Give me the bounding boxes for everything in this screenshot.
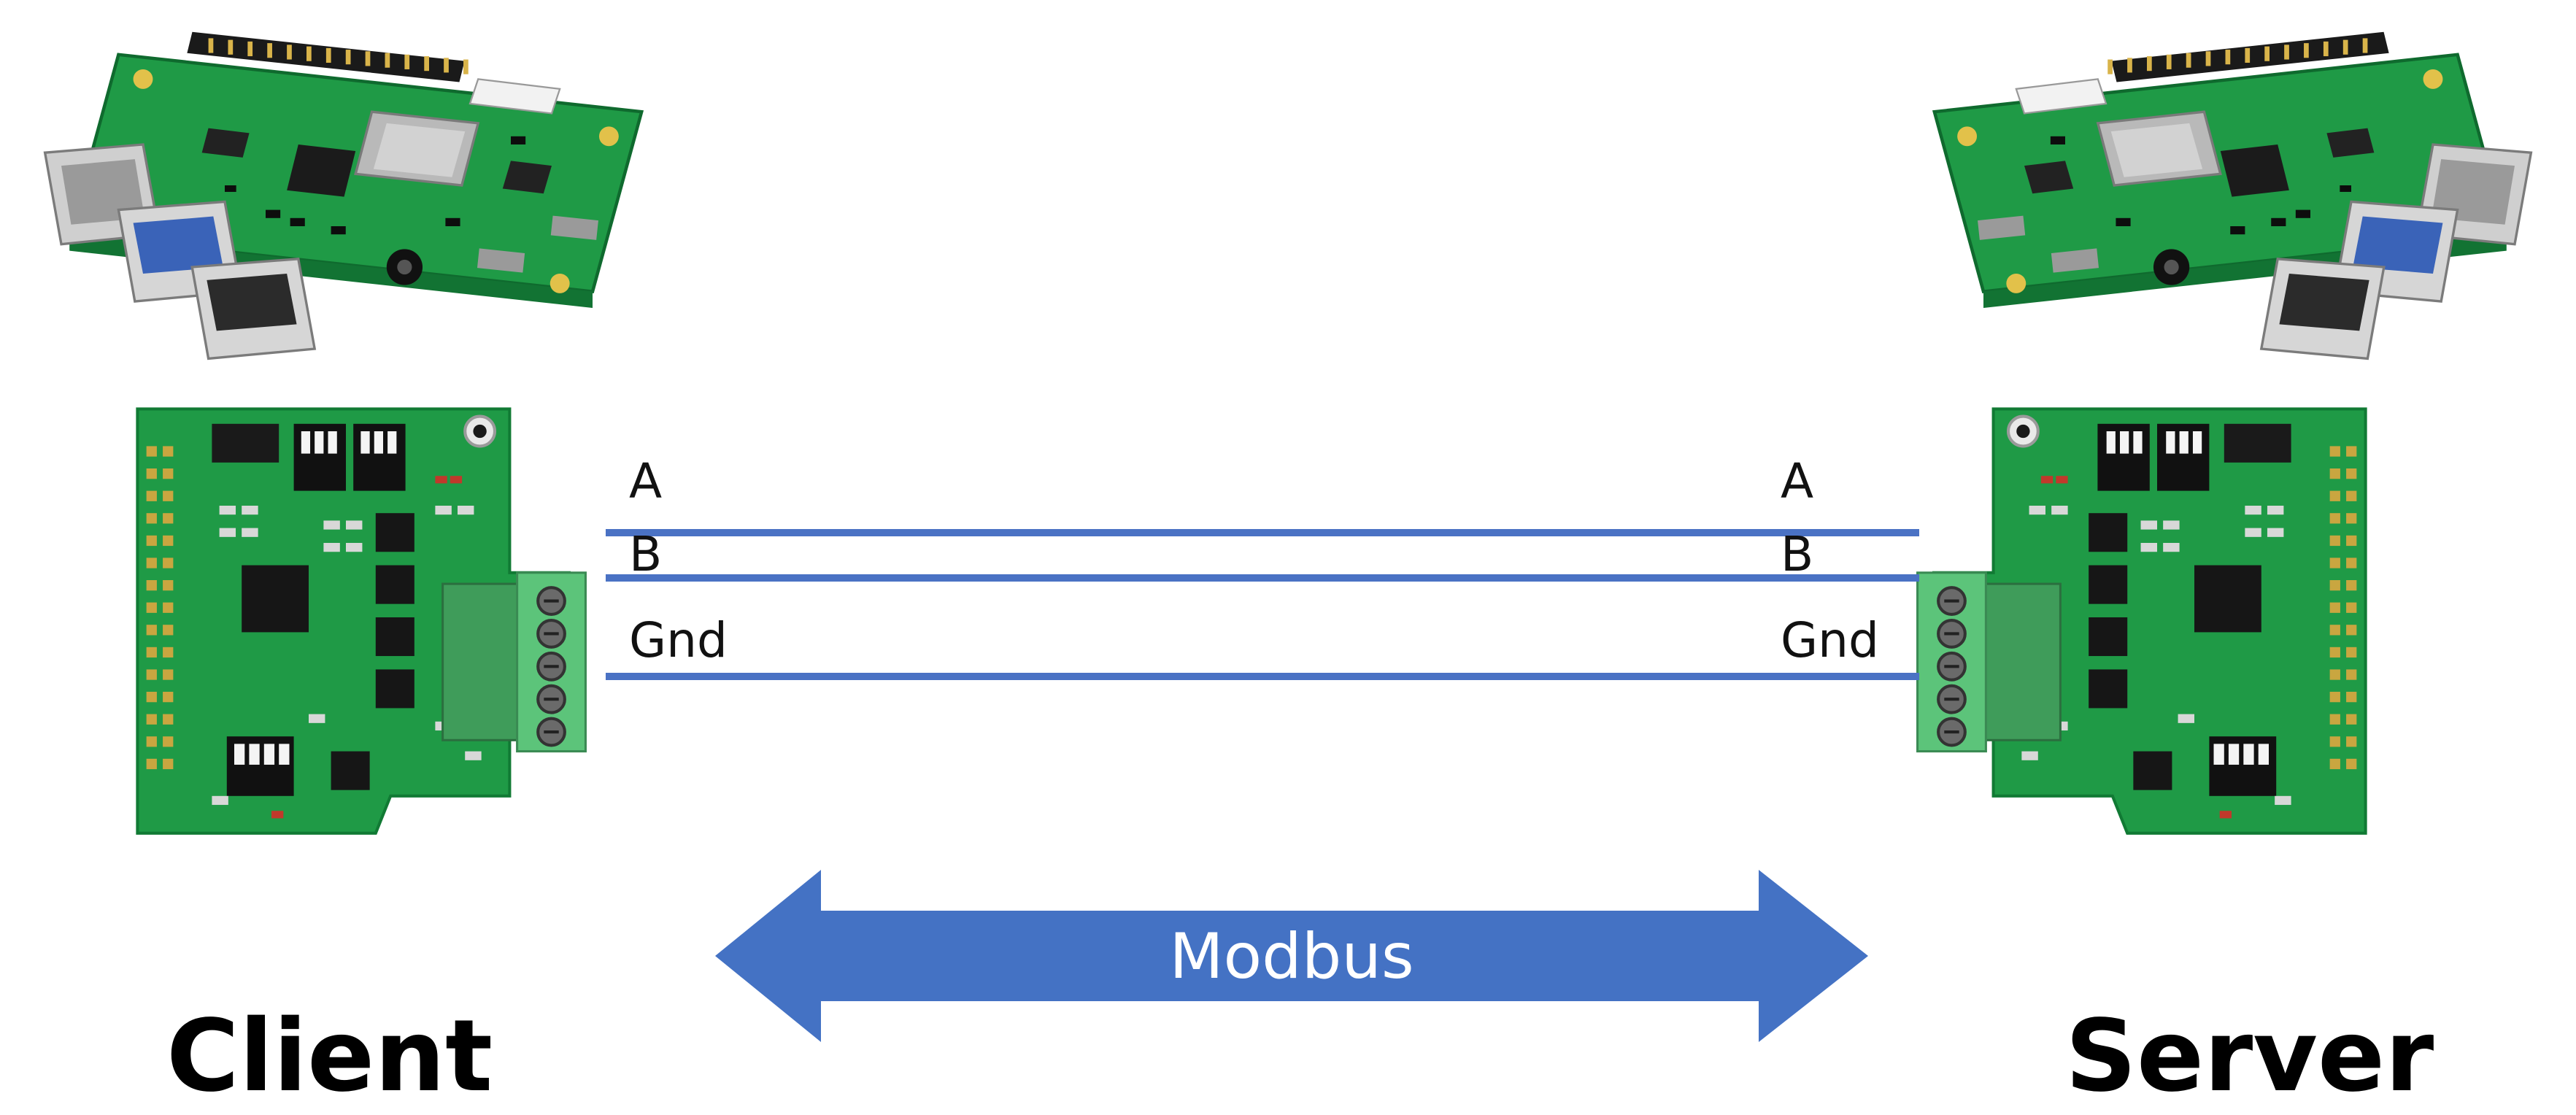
client-pin-a-label: A xyxy=(629,453,662,509)
server-pin-b-label: B xyxy=(1781,526,1813,582)
rs485-wires xyxy=(606,529,1919,680)
client-pin-b-label: B xyxy=(629,526,662,582)
server-rs485-hat xyxy=(1918,409,2366,833)
client-rs485-hat xyxy=(137,409,585,833)
client-pin-gnd-label: Gnd xyxy=(629,612,728,668)
double-arrow-icon xyxy=(715,870,1868,1042)
client-raspberry-pi xyxy=(45,32,642,359)
server-pin-gnd-label: Gnd xyxy=(1781,612,1879,668)
client-label: Client xyxy=(166,999,493,1114)
server-pin-a-label: A xyxy=(1781,453,1813,509)
modbus-arrow: Modbus xyxy=(715,870,1868,1042)
server-label: Server xyxy=(2065,999,2434,1114)
modbus-label: Modbus xyxy=(1169,920,1414,993)
server-raspberry-pi xyxy=(1935,32,2531,359)
